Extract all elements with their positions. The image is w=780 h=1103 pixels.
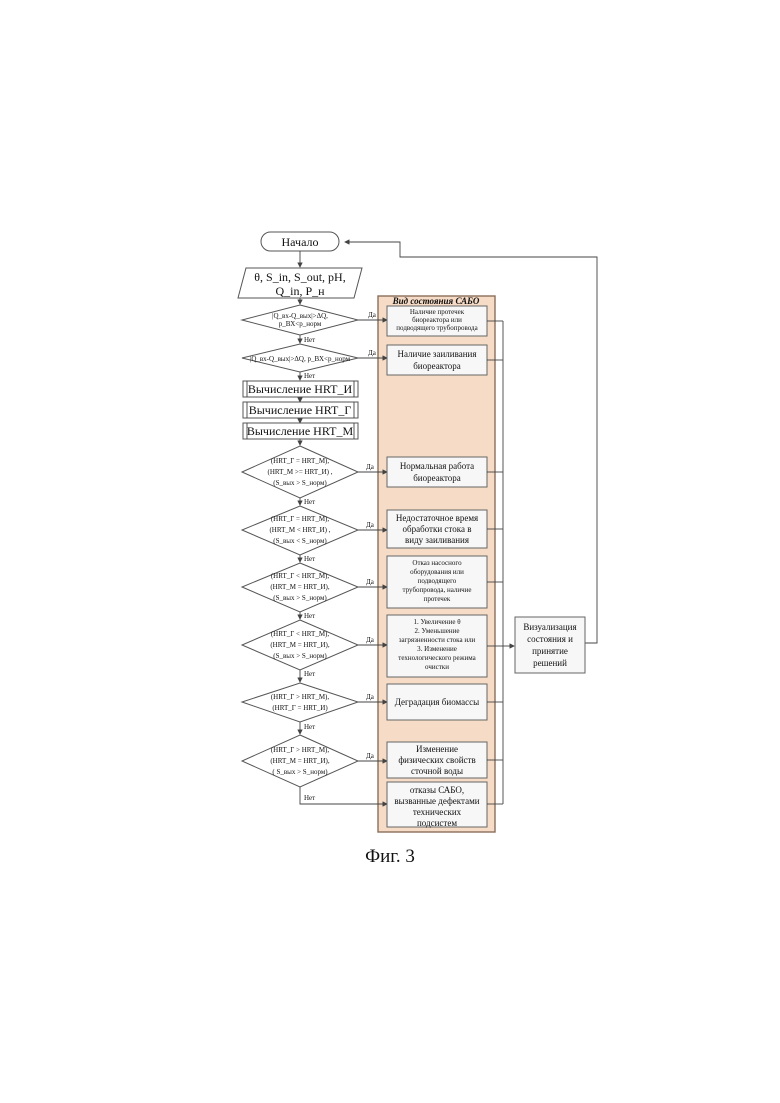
decision-1-text-1: |Q_вх-Q_вых|>ΔQ,	[272, 312, 328, 320]
decision-7-text-2: (HRT_Г = HRT_И)	[272, 704, 328, 712]
decision-3-text-2: (HRT_М >= HRT_И) ,	[268, 468, 333, 476]
decision-8-text-3: ( S_вых > S_норм)	[272, 768, 328, 776]
state-actions-6: очистки	[425, 663, 449, 671]
yes-label-1: Да	[368, 311, 377, 319]
decision-3-text-3: (S_вых > S_норм)	[273, 479, 327, 487]
decision-6-text-1: (HRT_Г < HRT_М),	[271, 630, 330, 638]
state-pump-1: Отказ насосного	[412, 559, 462, 567]
decision-4-text-2: (HRT_М < HRT_И) ,	[269, 526, 330, 534]
no-label-4: Нет	[304, 555, 315, 563]
state-actions-2: 2. Уменьшение	[415, 627, 460, 635]
state-normal-1: Нормальная работа	[400, 461, 474, 471]
decision-5-text-2: (HRT_М = HRT_И),	[270, 583, 330, 591]
state-pump-5: протечек	[424, 595, 451, 603]
visual-line-4: решений	[533, 658, 567, 668]
no-label-1: Нет	[304, 336, 315, 344]
state-time-3: виду заиливания	[405, 535, 469, 545]
no-label-3: Нет	[304, 498, 315, 506]
state-actions-5: технологического режима	[398, 654, 476, 662]
decision-5-text-1: (HRT_Г < HRT_М),	[271, 572, 330, 580]
state-actions-4: 3. Изменение	[417, 645, 457, 653]
no-label-6: Нет	[304, 670, 315, 678]
yes-label-8: Да	[366, 752, 375, 760]
decision-7-text-1: (HRT_Г > HRT_М),	[271, 693, 330, 701]
state-pump-2: оборудования или	[410, 568, 464, 576]
visual-line-1: Визуализация	[523, 622, 576, 632]
yes-label-7: Да	[366, 693, 375, 701]
state-leak-3: подводящего трубопровода	[396, 324, 478, 332]
decision-7	[242, 683, 358, 722]
calc-label-1: Вычисление HRT_И	[248, 382, 353, 396]
start-label: Начало	[282, 235, 319, 249]
calc-label-2: Вычисление HRT_Г	[249, 403, 352, 417]
decision-3-text-1: (HRT_Г = HRT_М),	[271, 457, 330, 465]
state-silting-2: биореактора	[413, 361, 461, 371]
decision-1-text-2: p_ВХ<p_норм	[279, 320, 322, 328]
panel-title: Вид состояния САБО	[392, 296, 480, 306]
decision-4-text-1: (HRT_Г = HRT_М),	[271, 515, 330, 523]
input-line1: θ, S_in, S_out, pH,	[254, 270, 345, 284]
decision-8-text-1: (HRT_Г > HRT_М),	[271, 746, 330, 754]
yes-label-5: Да	[366, 578, 375, 586]
no-label-8: Нет	[304, 794, 315, 802]
state-physical-2: физических свойств	[398, 755, 475, 765]
state-biomass-1: Деградация биомассы	[395, 697, 479, 707]
no-label-2: Нет	[304, 372, 315, 380]
calc-label-3: Вычисление HRT_М	[247, 424, 354, 438]
yes-label-6: Да	[366, 636, 375, 644]
input-line2: Q_in, P_н	[275, 284, 325, 298]
no-label-7: Нет	[304, 723, 315, 731]
state-failures-2: вызванные дефектами	[394, 796, 479, 806]
state-pump-4: трубопровода, наличие	[402, 586, 471, 594]
state-silting-1: Наличие заиливания	[397, 349, 476, 359]
visual-line-2: состояния и	[527, 634, 573, 644]
yes-label-2: Да	[368, 349, 377, 357]
figure-caption: Фиг. 3	[0, 846, 780, 868]
state-normal-2: биореактора	[413, 473, 461, 483]
decision-4-text-3: (S_вых < S_норм)	[273, 537, 327, 545]
state-time-1: Недостаточное время	[396, 513, 478, 523]
state-failures-3: технических	[413, 807, 462, 817]
decision-5-text-3: (S_вых > S_норм)	[273, 594, 327, 602]
state-leak-1: Наличие протечек	[410, 308, 465, 316]
state-failures-1: отказы САБО,	[410, 785, 464, 795]
decision-8-text-2: (HRT_М = HRT_И),	[270, 757, 330, 765]
state-time-2: обработки стока в	[403, 524, 472, 534]
decision-6-text-2: (HRT_М = HRT_И),	[270, 641, 330, 649]
state-leak-2: биореактора или	[412, 316, 462, 324]
state-actions-3: загрязненности стока или	[399, 636, 476, 644]
state-actions-1: 1. Увеличение θ	[413, 618, 461, 626]
state-physical-3: сточной воды	[411, 766, 463, 776]
state-physical-1: Изменение	[416, 744, 458, 754]
decision-2-text-1: |Q_вх-Q_вых|>ΔQ, p_ВХ<p_норм	[250, 355, 351, 363]
yes-label-3: Да	[366, 463, 375, 471]
state-pump-3: подводящего	[418, 577, 457, 585]
decision-6-text-3: (S_вых > S_норм)	[273, 652, 327, 660]
yes-label-4: Да	[366, 521, 375, 529]
state-failures-4: подсистем	[417, 818, 457, 828]
visual-line-3: принятие	[532, 646, 568, 656]
no-label-5: Нет	[304, 612, 315, 620]
